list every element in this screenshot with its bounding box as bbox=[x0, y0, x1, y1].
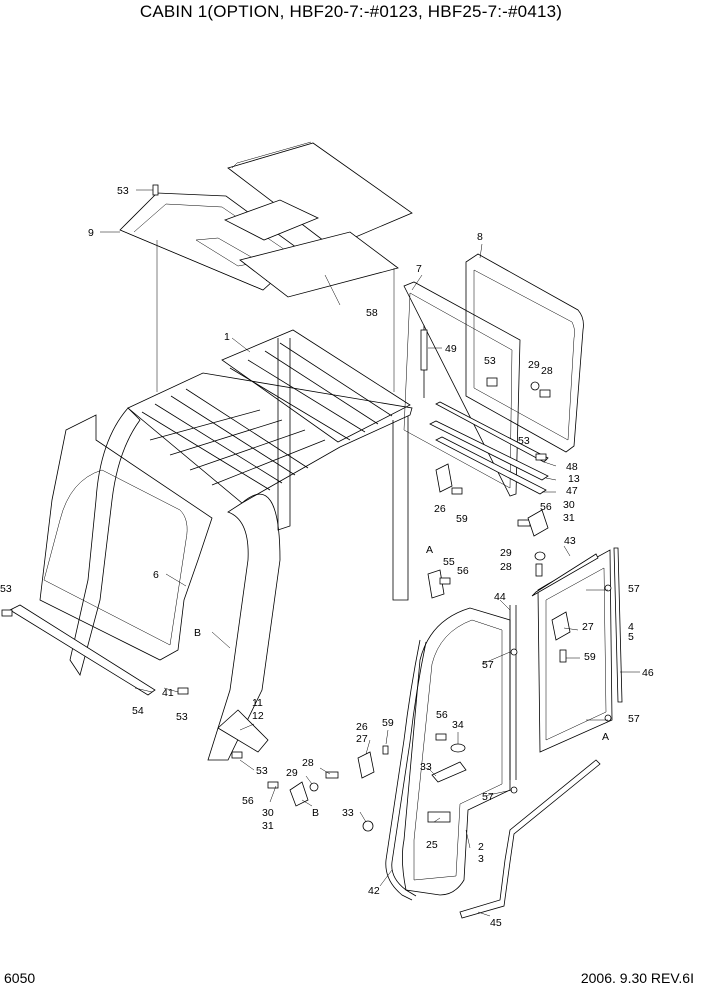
roof-top-sheet bbox=[119, 141, 413, 298]
callout: 11 bbox=[252, 697, 263, 709]
callout: 59 bbox=[456, 513, 468, 525]
callout: 33 bbox=[342, 807, 354, 819]
callout: B bbox=[194, 627, 201, 639]
page-number: 6050 bbox=[4, 970, 36, 986]
callout: 3 bbox=[478, 853, 484, 865]
callout: 56 bbox=[436, 709, 448, 721]
callout: B bbox=[312, 807, 319, 819]
callout: 8 bbox=[477, 231, 483, 243]
callout: 29 bbox=[500, 547, 512, 559]
callout: 28 bbox=[302, 757, 314, 769]
callout: 26 bbox=[434, 503, 446, 515]
callout: 45 bbox=[490, 917, 502, 929]
callout: 2 bbox=[478, 841, 484, 853]
callout: 57 bbox=[482, 659, 494, 671]
callout: 31 bbox=[262, 820, 274, 832]
callout: 28 bbox=[500, 561, 512, 573]
callout: 55 bbox=[443, 556, 455, 568]
callout: 7 bbox=[416, 263, 422, 275]
callout: 43 bbox=[564, 535, 576, 547]
callout: 9 bbox=[88, 227, 94, 239]
callout: 59 bbox=[382, 717, 394, 729]
callout: 13 bbox=[568, 473, 580, 485]
callout: 26 bbox=[356, 721, 368, 733]
callout: 53 bbox=[484, 355, 496, 367]
callout: 33 bbox=[420, 761, 432, 773]
callout: 59 bbox=[584, 651, 596, 663]
callout: 46 bbox=[642, 667, 654, 679]
rear-window bbox=[403, 253, 584, 497]
fasteners bbox=[1, 184, 612, 832]
leader-lines bbox=[100, 189, 640, 917]
callout: 54 bbox=[132, 705, 144, 717]
callout: 5 bbox=[628, 631, 634, 643]
callout: 57 bbox=[628, 583, 640, 595]
callout: 42 bbox=[368, 885, 380, 897]
callout: 56 bbox=[540, 501, 552, 513]
callout: 47 bbox=[566, 485, 578, 497]
callout: 34 bbox=[452, 719, 464, 731]
callout: 53 bbox=[518, 435, 530, 447]
callout: 53 bbox=[117, 185, 129, 197]
callout: 53 bbox=[176, 711, 188, 723]
callout: 53 bbox=[0, 583, 12, 595]
callout: 4 bbox=[628, 621, 634, 633]
callout: 30 bbox=[262, 807, 274, 819]
callout: 56 bbox=[457, 565, 469, 577]
callout: A bbox=[426, 544, 433, 556]
revision-date: 2006. 9.30 REV.6I bbox=[580, 970, 694, 986]
callout: 31 bbox=[563, 512, 575, 524]
callout: 56 bbox=[242, 795, 254, 807]
callout: 25 bbox=[426, 839, 438, 851]
callout: 28 bbox=[541, 365, 553, 377]
callout: 44 bbox=[494, 591, 506, 603]
callout: 58 bbox=[366, 307, 378, 319]
callout: A bbox=[602, 731, 609, 743]
callout: 12 bbox=[252, 710, 264, 722]
cabin-frame bbox=[9, 329, 413, 761]
callout: 6 bbox=[153, 569, 159, 581]
callout-labels: 53 9 58 1 7 8 49 53 29 28 53 48 13 47 26… bbox=[0, 185, 654, 929]
door-assembly bbox=[385, 547, 623, 919]
callout: 29 bbox=[286, 767, 298, 779]
callout: 57 bbox=[628, 713, 640, 725]
callout: 41 bbox=[162, 687, 174, 699]
callout: 49 bbox=[445, 343, 457, 355]
callout: 30 bbox=[563, 499, 575, 511]
callout: 27 bbox=[356, 733, 368, 745]
callout: 27 bbox=[582, 621, 594, 633]
page-title: CABIN 1(OPTION, HBF20-7:-#0123, HBF25-7:… bbox=[139, 2, 563, 21]
callout: 29 bbox=[528, 359, 540, 371]
callout: 53 bbox=[256, 765, 268, 777]
callout: 1 bbox=[224, 331, 230, 343]
callout: 57 bbox=[482, 791, 494, 803]
callout: 48 bbox=[566, 461, 578, 473]
